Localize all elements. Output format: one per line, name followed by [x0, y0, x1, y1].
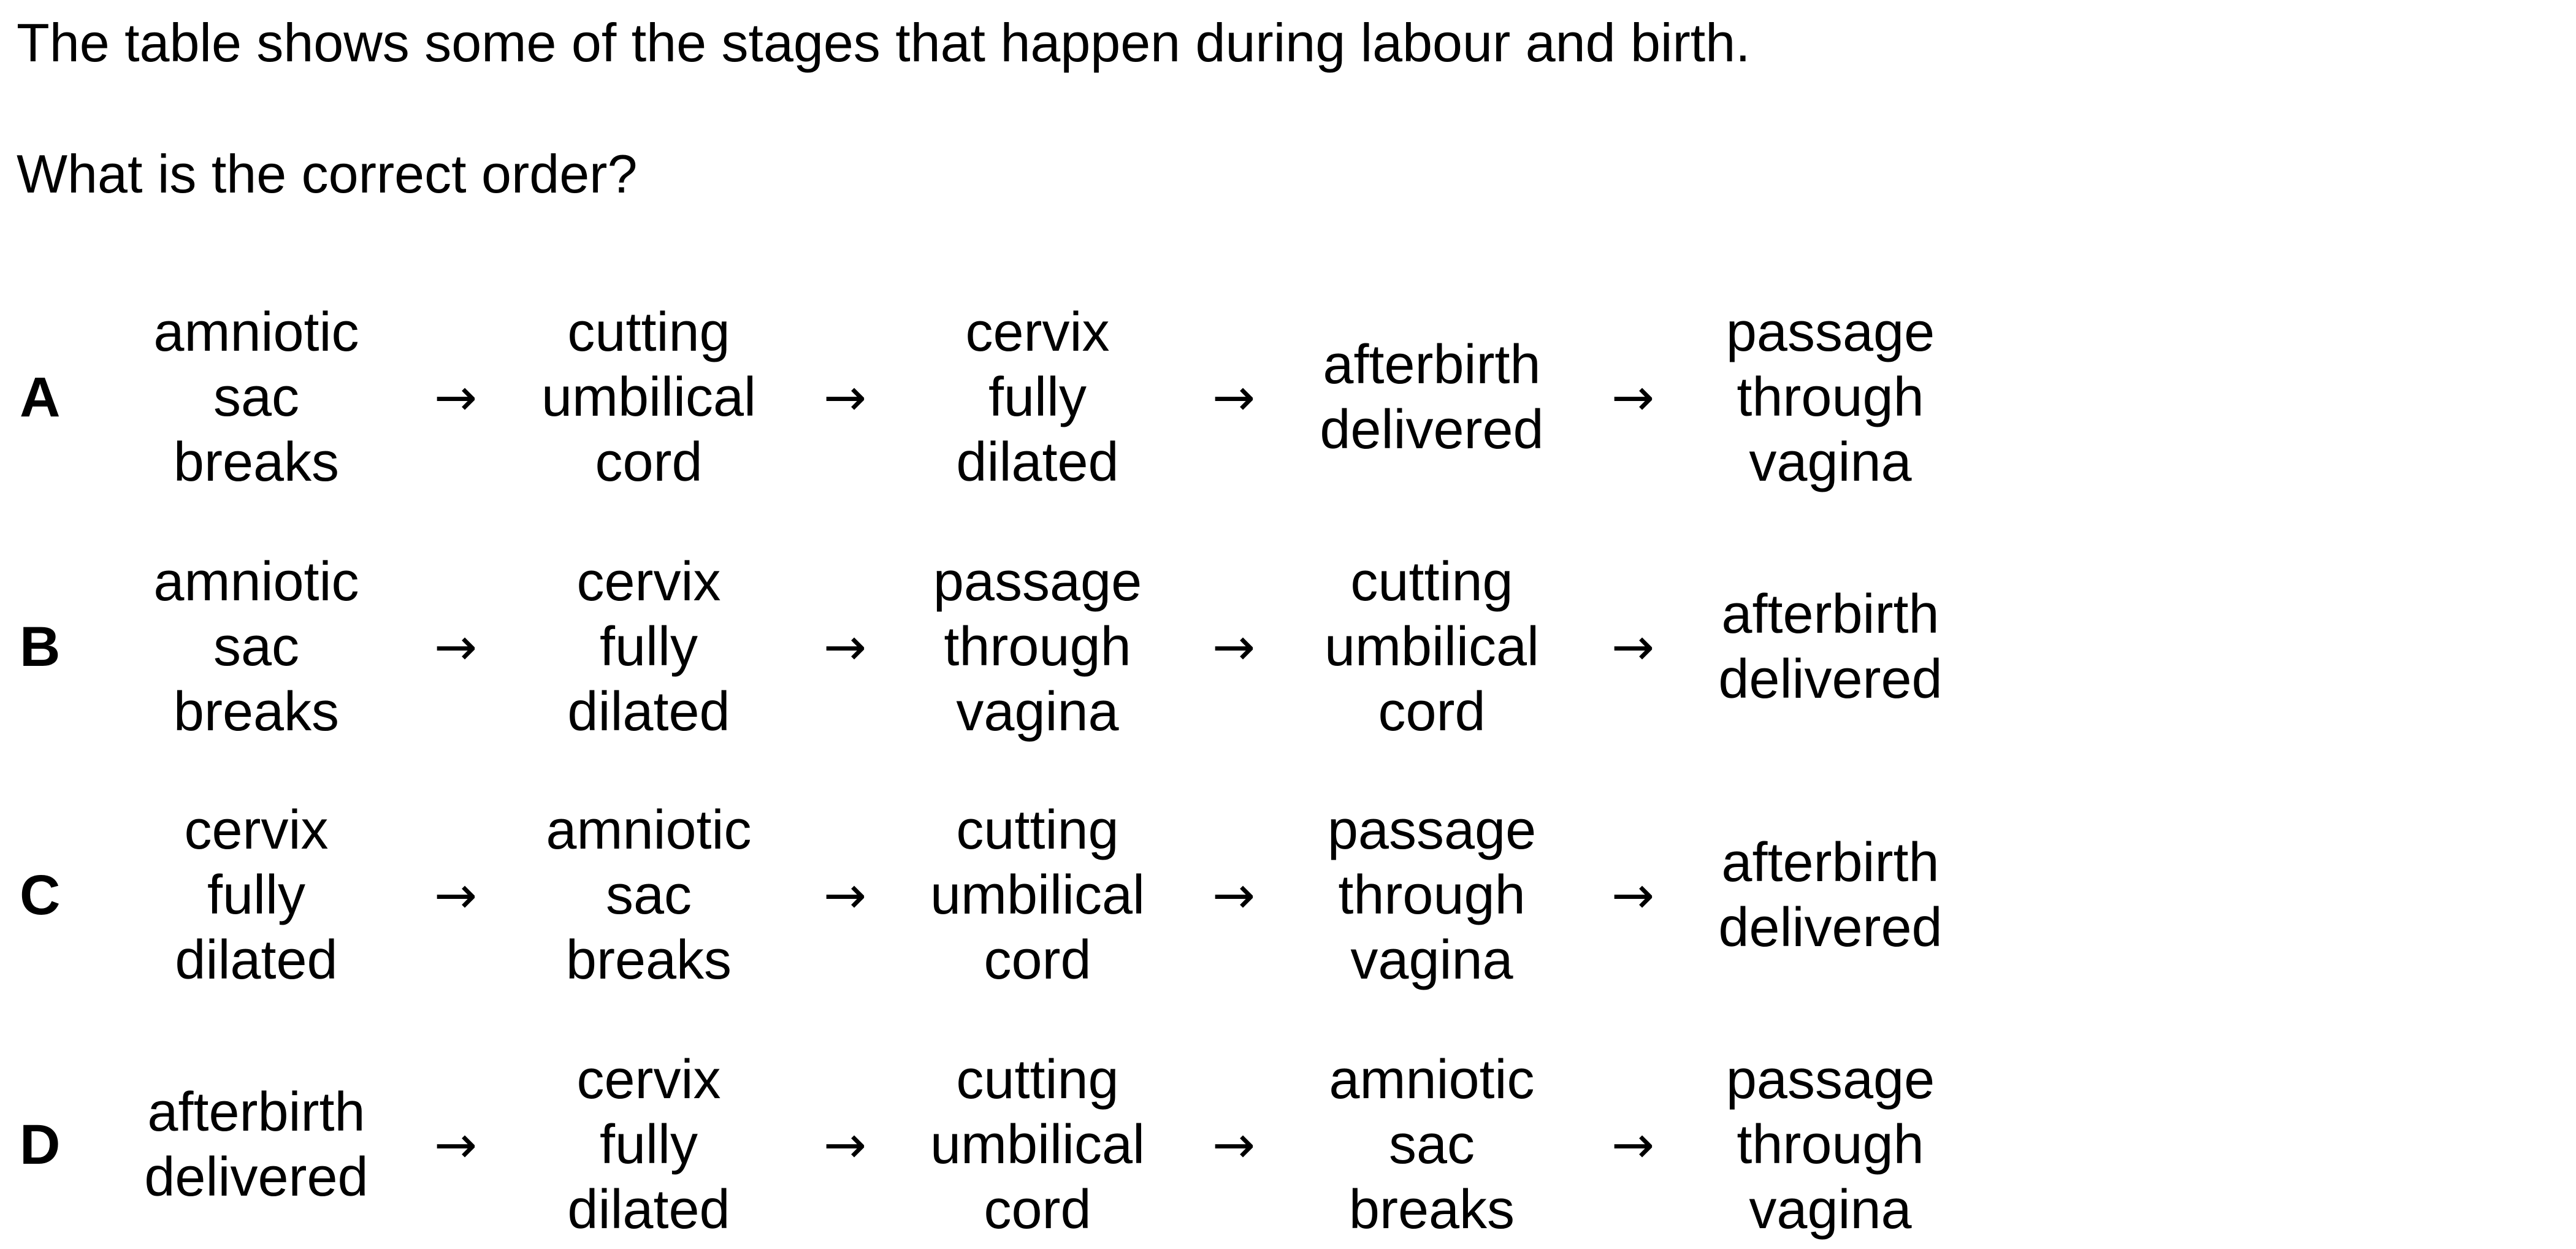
right-arrow-icon: →: [823, 1115, 867, 1175]
intro-text: The table shows some of the stages that …: [17, 12, 1751, 73]
right-arrow-icon: →: [1212, 1115, 1256, 1175]
right-arrow-icon: →: [1611, 1115, 1655, 1175]
right-arrow-icon: →: [1212, 367, 1256, 427]
right-arrow-icon: →: [434, 367, 478, 427]
right-arrow-icon: →: [823, 367, 867, 427]
right-arrow-icon: →: [1212, 617, 1256, 677]
right-arrow-icon: →: [823, 865, 867, 925]
right-arrow-icon: →: [1611, 865, 1655, 925]
option-letter: C: [20, 864, 61, 926]
right-arrow-icon: →: [434, 865, 478, 925]
right-arrow-icon: →: [434, 1115, 478, 1175]
right-arrow-icon: →: [1611, 367, 1655, 427]
option-letter: B: [20, 616, 61, 678]
right-arrow-icon: →: [1212, 865, 1256, 925]
option-letter: A: [20, 366, 61, 429]
right-arrow-icon: →: [434, 617, 478, 677]
question-text: What is the correct order?: [17, 143, 638, 204]
right-arrow-icon: →: [1611, 617, 1655, 677]
option-letter: D: [20, 1113, 61, 1176]
right-arrow-icon: →: [823, 617, 867, 677]
